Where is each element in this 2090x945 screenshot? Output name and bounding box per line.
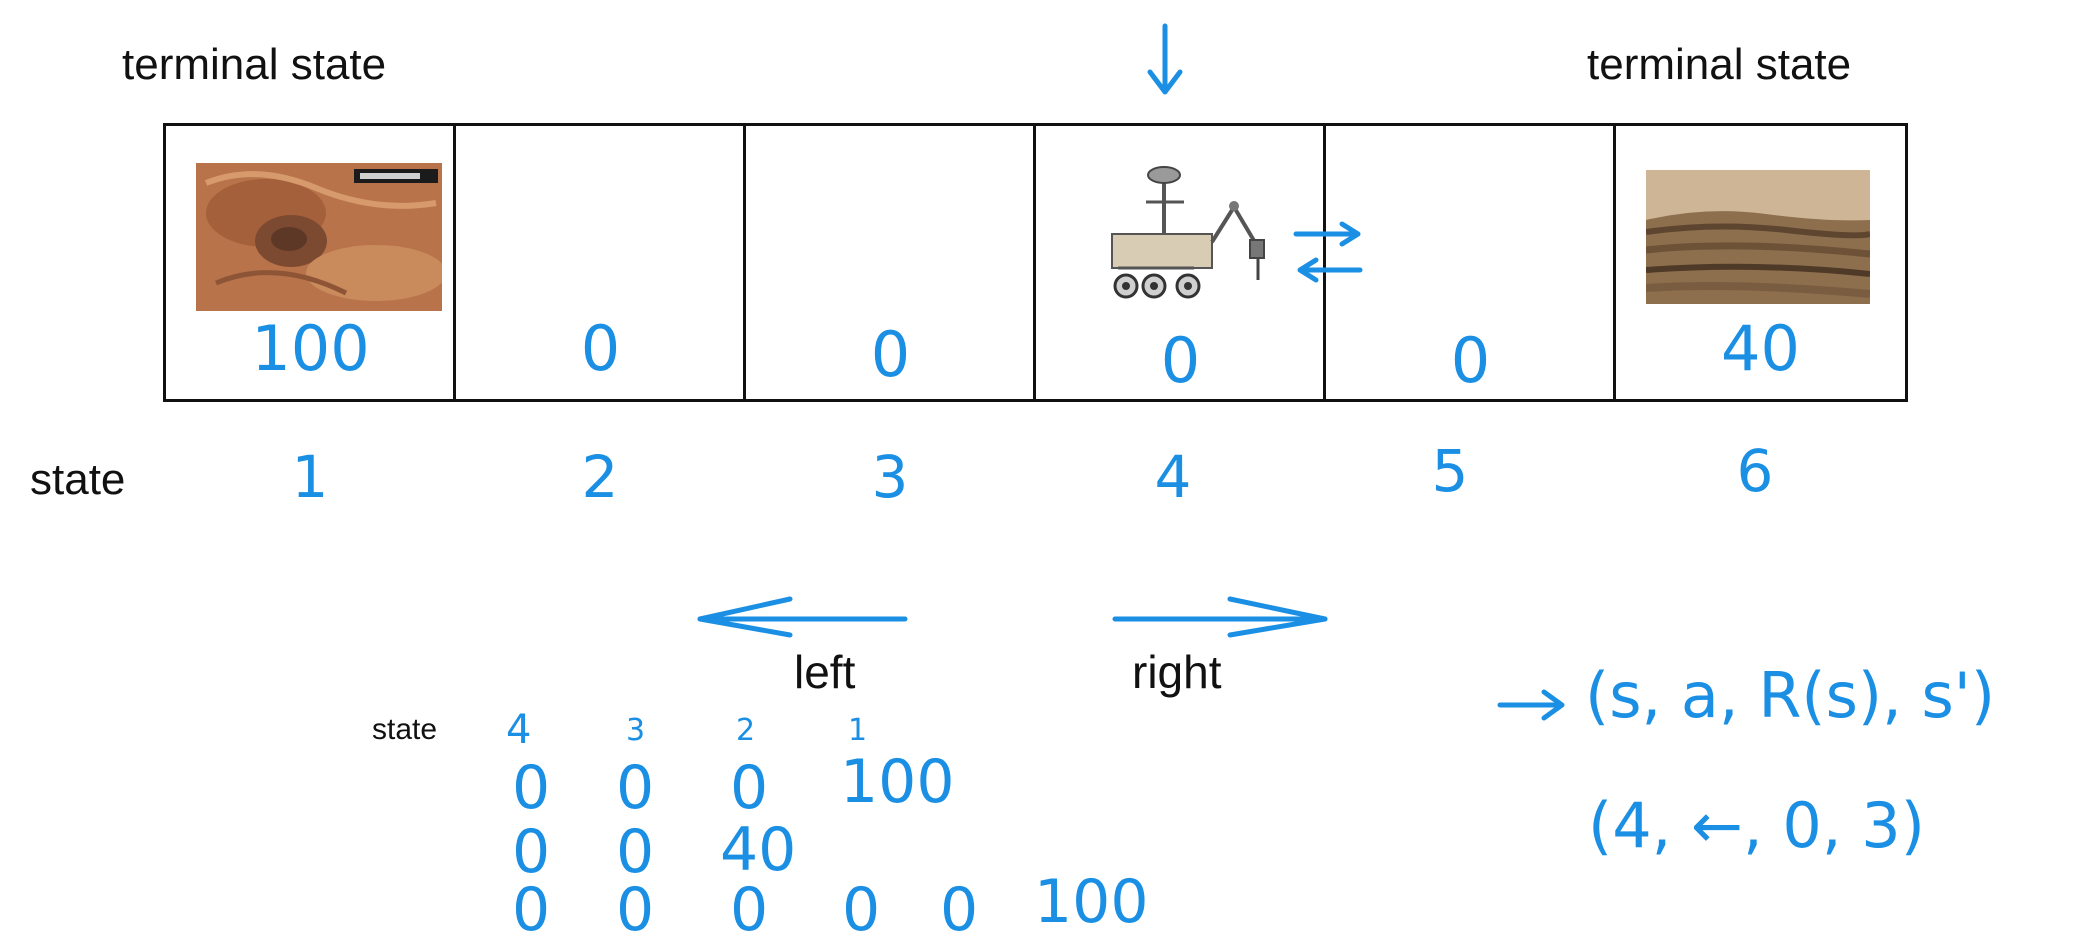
state-cell-2: 0 [453,123,748,402]
reward-5: 0 [1450,324,1491,397]
trajectory-cell: 0 [512,875,551,945]
state-cell-4: 0 [1033,123,1328,402]
reward-1: 100 [251,312,370,385]
rover-icon [1111,166,1265,299]
state-row-label: state [30,455,126,504]
trajectory-cell: 100 [840,747,955,817]
trajectory-state-label: state [372,713,438,746]
state-cell-5: 0 [1323,123,1618,402]
trajectory-header-state-1: 1 [848,713,868,748]
trajectory-cell: 0 [730,875,769,945]
state-number-5: 5 [1431,437,1469,505]
reward-2: 0 [580,312,621,385]
trajectory-cell: 0 [842,875,881,945]
trajectory-cell: 0 [512,753,551,823]
tuple-definition: (s, a, R(s), s') [1585,659,1996,732]
right-action-label: right [1132,646,1222,698]
current-position-arrow-icon [1147,23,1183,95]
trajectory-header-state-2: 2 [736,713,756,748]
tuple-example: (4, ←, 0, 3) [1588,789,1925,862]
trajectory-cell: 0 [512,817,551,887]
state-number-1: 1 [291,443,329,511]
state-cell-1: 100 [163,123,458,402]
state-cell-6: 40 [1613,123,1908,402]
trajectory-cell: 0 [616,753,655,823]
state-number-2: 2 [581,443,619,511]
trajectory-cell: 0 [730,753,769,823]
trajectory-cell: 100 [1034,867,1149,937]
state-number-6: 6 [1736,437,1774,505]
reward-3: 0 [870,318,911,391]
tuple-pointer-arrow-icon [1497,689,1565,721]
state-number-4: 4 [1154,443,1192,511]
trajectory-cell: 40 [720,815,797,885]
state-cell-3: 0 [743,123,1038,402]
terminal-state-label-left: terminal state [122,40,387,89]
right-arrow-icon [1112,596,1328,638]
swap-arrows-icon [1293,221,1363,283]
state-number-3: 3 [871,443,909,511]
reward-6: 40 [1721,312,1800,385]
mars-cliff-photo [1646,170,1870,304]
trajectory-header-state-3: 3 [626,713,646,748]
trajectory-header-state-4: 4 [506,707,532,753]
mars-crater-photo [196,163,442,311]
trajectory-cell: 0 [616,817,655,887]
left-arrow-icon [697,596,908,638]
left-action-label: left [794,646,856,698]
trajectory-cell: 0 [616,875,655,945]
terminal-state-label-right: terminal state [1587,40,1852,89]
trajectory-cell: 0 [940,875,979,945]
reward-4: 0 [1160,324,1201,397]
